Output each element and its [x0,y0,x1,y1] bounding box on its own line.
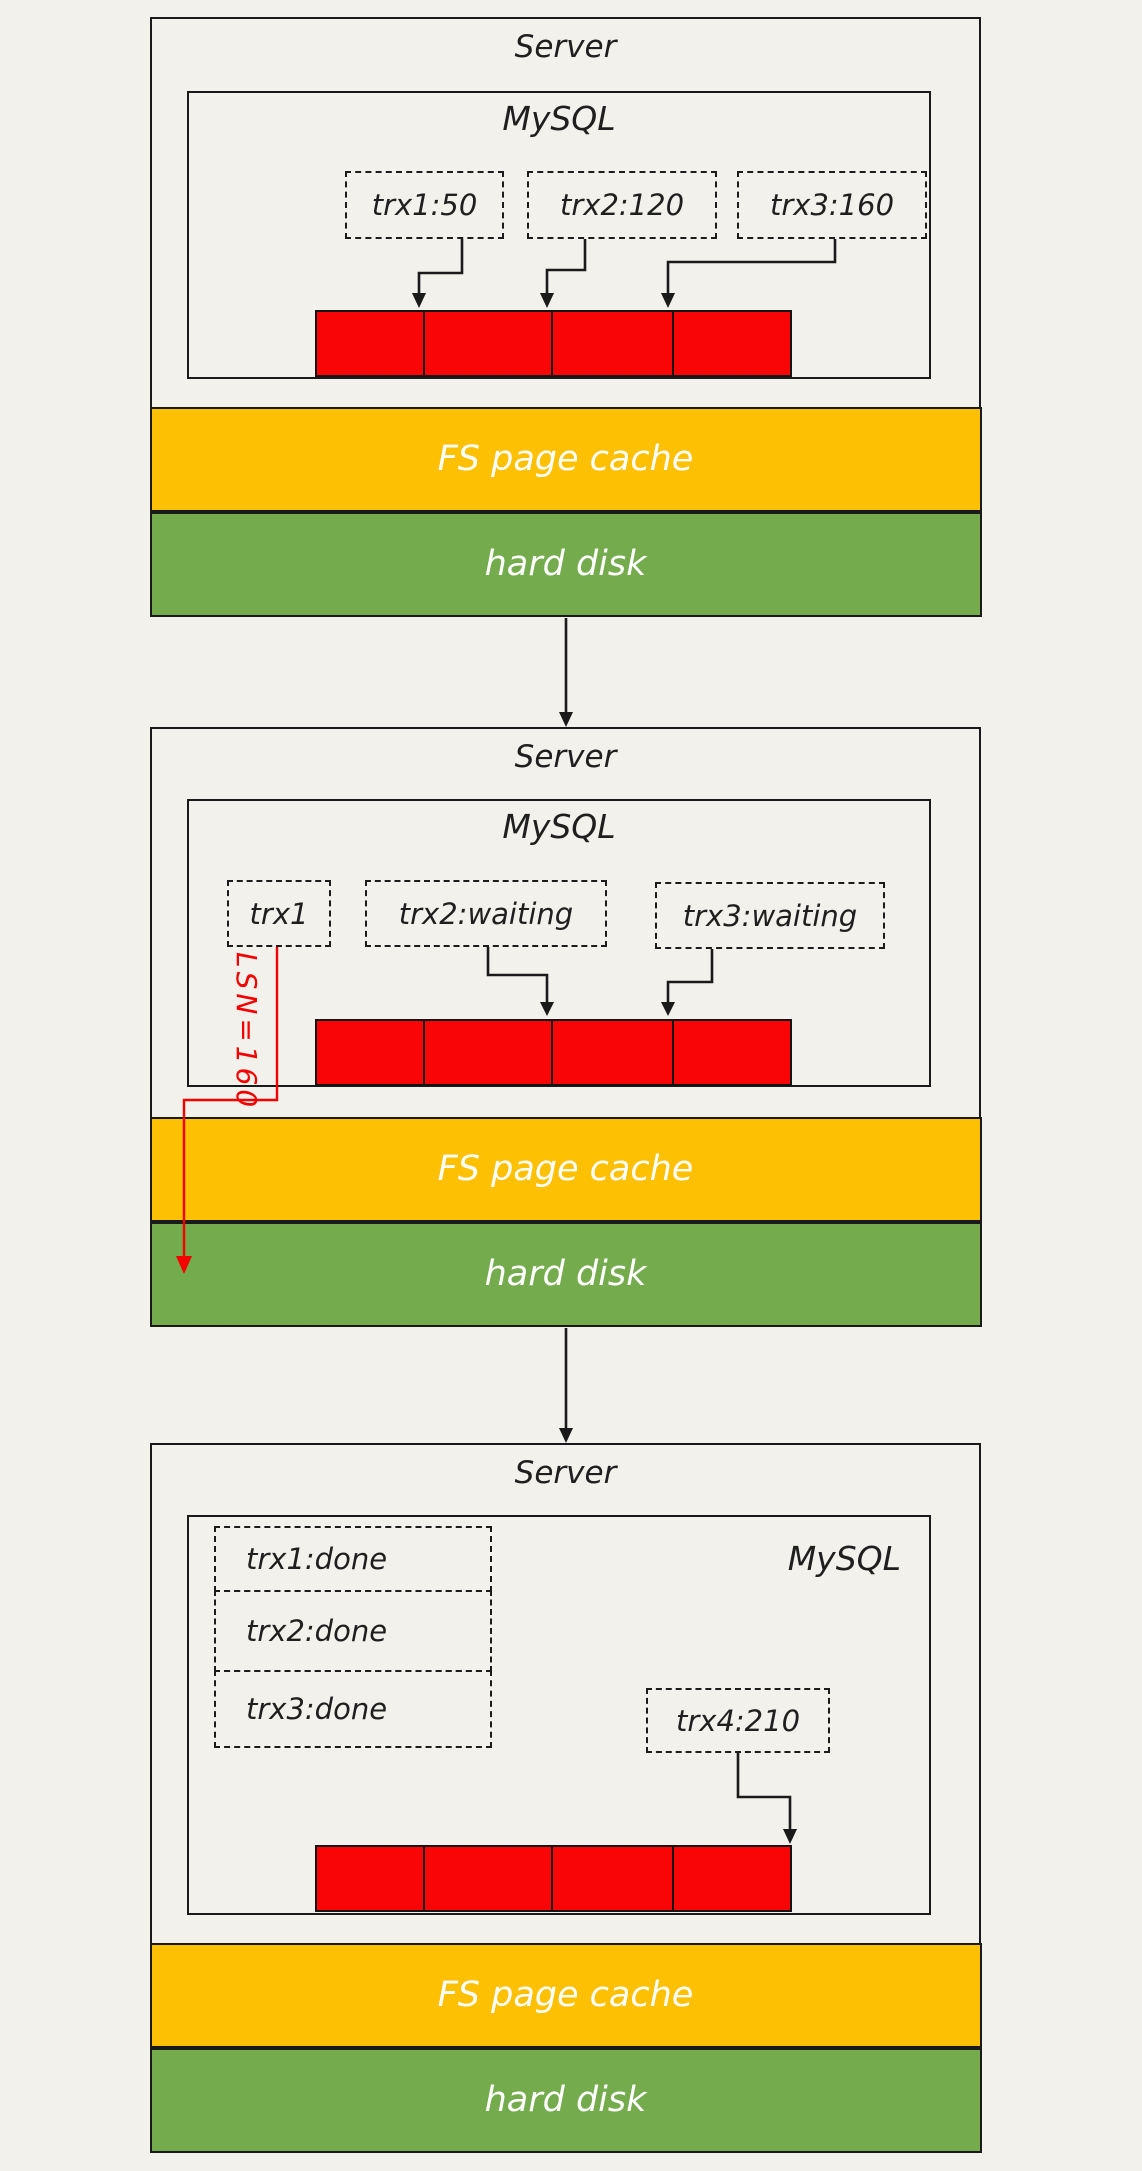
log-buffer-divider [423,1847,425,1910]
hard-disk-band-2: hard disk [149,1221,982,1327]
lsn-annotation: LSN=160 [230,952,263,1112]
mysql-title-1: MySQL [502,99,616,138]
mysql-title-2: MySQL [502,807,616,846]
mysql-title-3: MySQL [787,1539,901,1578]
log-buffer-divider [672,312,674,375]
log-buffer-divider [672,1847,674,1910]
fs-page-cache-band-3: FS page cache [149,1942,982,2048]
log-buffer-divider [551,1021,553,1084]
log-buffer-divider [423,1021,425,1084]
mysql-box-1: MySQL [187,91,931,379]
trx-label: trx2:done [246,1614,388,1648]
server-title-1: Server [514,29,617,65]
log-buffer-divider [423,312,425,375]
hard-disk-label: hard disk [484,2080,647,2120]
trx-label: trx1 [249,896,309,931]
trx-label: trx2:waiting [398,896,574,931]
trx-box-trx3: trx3:160 [737,171,927,239]
server-title-2: Server [514,739,617,775]
log-buffer-divider [551,1847,553,1910]
fs-page-cache-label: FS page cache [437,439,694,479]
trx-box-trx2-done: trx2:done [214,1590,492,1672]
trx-label: trx3:waiting [682,898,858,933]
trx-box-trx1-done: trx1:done [214,1526,492,1592]
trx-box-trx3-waiting: trx3:waiting [655,882,885,949]
trx-box-trx2-waiting: trx2:waiting [365,880,607,947]
hard-disk-band-1: hard disk [149,511,982,617]
trx-box-trx3-done: trx3:done [214,1670,492,1748]
log-buffer-divider [672,1021,674,1084]
trx-label: trx3:done [246,1692,388,1726]
trx-box-trx1: trx1 [227,880,331,947]
trx-box-trx2: trx2:120 [527,171,717,239]
arrowhead [559,1428,573,1443]
hard-disk-label: hard disk [484,544,647,584]
trx-label: trx3:160 [769,188,895,222]
mysql-box-3: MySQL [187,1515,931,1915]
hard-disk-label: hard disk [484,1254,647,1294]
trx-box-trx1: trx1:50 [345,171,504,239]
arrowhead [559,712,573,727]
server-box-1: Server MySQL trx1:50 trx2:120 trx3:160 F… [149,17,982,617]
server-box-2: Server MySQL trx1 trx2:waiting trx3:wait… [149,727,982,1327]
fs-page-cache-label: FS page cache [437,1975,694,2015]
trx-label: trx2:120 [559,188,685,222]
server-title-3: Server [514,1455,617,1491]
trx-label: trx1:50 [371,188,478,222]
log-buffer-bar-2 [315,1019,792,1086]
log-buffer-divider [551,312,553,375]
mysql-box-2: MySQL [187,799,931,1087]
log-buffer-bar-1 [315,310,792,377]
server-box-3: Server MySQL trx1:done trx2:done trx3:do… [149,1443,982,2153]
fs-page-cache-band-2: FS page cache [149,1116,982,1222]
trx-box-trx4: trx4:210 [646,1688,830,1753]
fs-page-cache-band-1: FS page cache [149,406,982,512]
trx-label: trx1:done [246,1542,388,1576]
log-buffer-bar-3 [315,1845,792,1912]
trx-label: trx4:210 [675,1703,801,1738]
hard-disk-band-3: hard disk [149,2047,982,2153]
fs-page-cache-label: FS page cache [437,1149,694,1189]
